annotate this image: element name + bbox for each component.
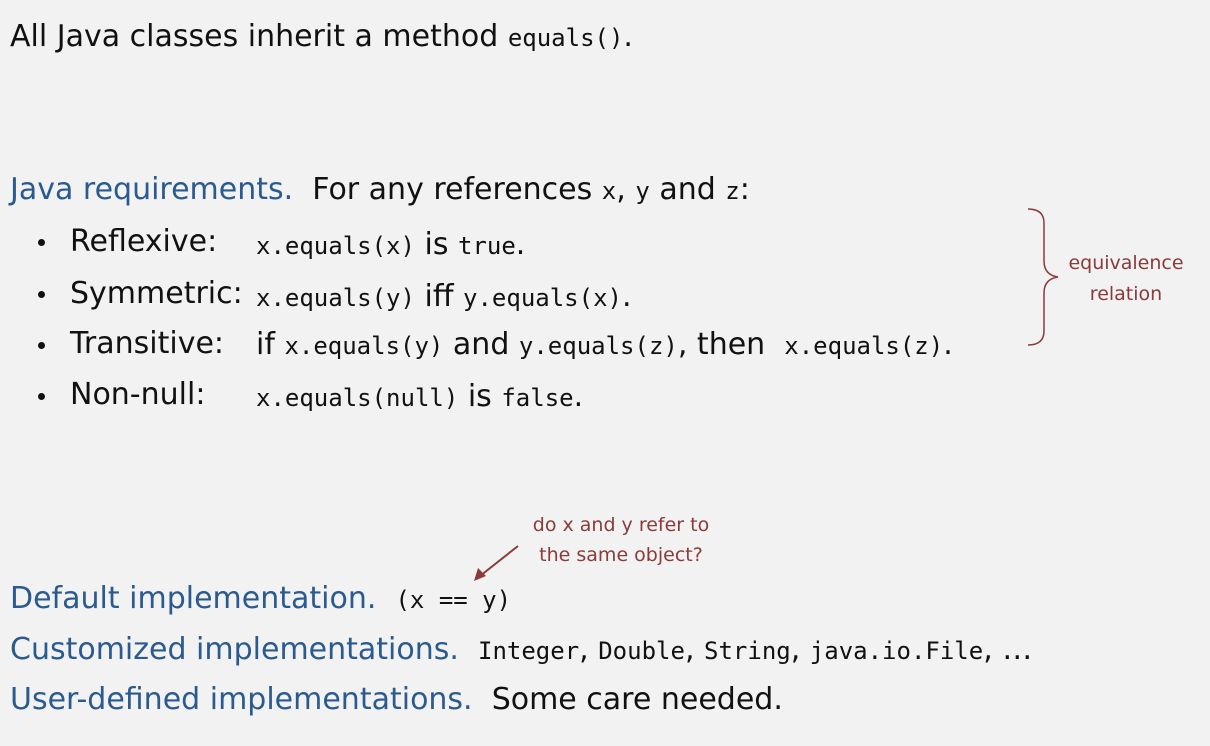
text: , — [579, 632, 599, 667]
def-reflexive: x.equals(x) is true. — [256, 230, 525, 260]
same-object-note: do x and y refer to the same object? — [516, 510, 726, 570]
term-symmetric: Symmetric: — [70, 276, 243, 311]
bullet-dot — [38, 291, 45, 298]
code: true — [458, 232, 516, 260]
text: and — [443, 327, 519, 362]
default-label: Default implementation. — [10, 581, 377, 616]
text: is — [458, 379, 502, 414]
text: . — [515, 227, 526, 262]
text: iff — [414, 279, 464, 314]
text: . — [621, 279, 632, 314]
term-reflexive: Reflexive: — [70, 224, 218, 259]
code: y.equals(z) — [518, 332, 678, 360]
bullet-dot — [38, 239, 45, 246]
var-z: z — [725, 177, 740, 205]
code: x.equals(z) — [784, 332, 944, 360]
intro-end: . — [623, 19, 633, 54]
def-transitive: if x.equals(y) and y.equals(z), then x.e… — [256, 330, 953, 360]
requirements-line: Java requirements. For any references x,… — [10, 175, 750, 205]
requirements-lead: For any references — [312, 172, 602, 207]
code: false — [501, 384, 574, 412]
text: is — [414, 227, 458, 262]
def-symmetric: x.equals(y) iff y.equals(x). — [256, 282, 632, 312]
text: , … — [983, 632, 1033, 667]
custom-implementation-line: Customized implementations. Integer, Dou… — [10, 635, 1032, 665]
and-word: and — [649, 172, 726, 207]
right-brace-icon — [1027, 208, 1059, 346]
code: Integer — [478, 637, 580, 665]
default-code: (x == y) — [395, 586, 512, 614]
term-transitive: Transitive: — [70, 326, 225, 361]
code: x.equals(y) — [284, 332, 444, 360]
code: y.equals(x) — [463, 284, 622, 312]
code: java.io.File — [809, 637, 984, 665]
code: x.equals(x) — [256, 232, 415, 260]
note-line: relation — [1089, 283, 1163, 305]
default-implementation-line: Default implementation. (x == y) — [10, 584, 511, 614]
user-implementation-line: User-defined implementations. Some care … — [10, 685, 783, 715]
intro-text: All Java classes inherit a method — [10, 19, 508, 54]
text: , — [790, 632, 810, 667]
note-line: the same object? — [539, 544, 703, 566]
user-text: Some care needed. — [491, 682, 783, 717]
code: x.equals(y) — [256, 284, 415, 312]
arrow-icon — [474, 545, 519, 581]
text: . — [943, 327, 953, 362]
term-non-null: Non-null: — [70, 377, 206, 412]
equivalence-relation-note: equivalence relation — [1062, 248, 1190, 310]
code: Double — [598, 637, 685, 665]
def-non-null: x.equals(null) is false. — [256, 382, 583, 412]
text: if — [256, 327, 285, 362]
intro-code: equals() — [507, 24, 624, 52]
text: , then — [677, 327, 785, 362]
colon: : — [739, 172, 750, 207]
text: . — [573, 379, 584, 414]
custom-label: Customized implementations. — [10, 632, 459, 667]
code: x.equals(null) — [256, 384, 459, 412]
requirements-heading: Java requirements. — [10, 172, 294, 207]
intro-line: All Java classes inherit a method equals… — [10, 22, 633, 52]
comma: , — [616, 172, 626, 207]
bullet-dot — [38, 342, 45, 349]
code: String — [704, 637, 791, 665]
text: , — [684, 632, 705, 667]
user-label: User-defined implementations. — [10, 682, 473, 717]
note-line: equivalence — [1068, 252, 1184, 274]
var-y: y — [635, 177, 650, 205]
bullet-dot — [38, 393, 45, 400]
var-x: x — [601, 177, 617, 205]
note-line: do x and y refer to — [532, 514, 710, 536]
